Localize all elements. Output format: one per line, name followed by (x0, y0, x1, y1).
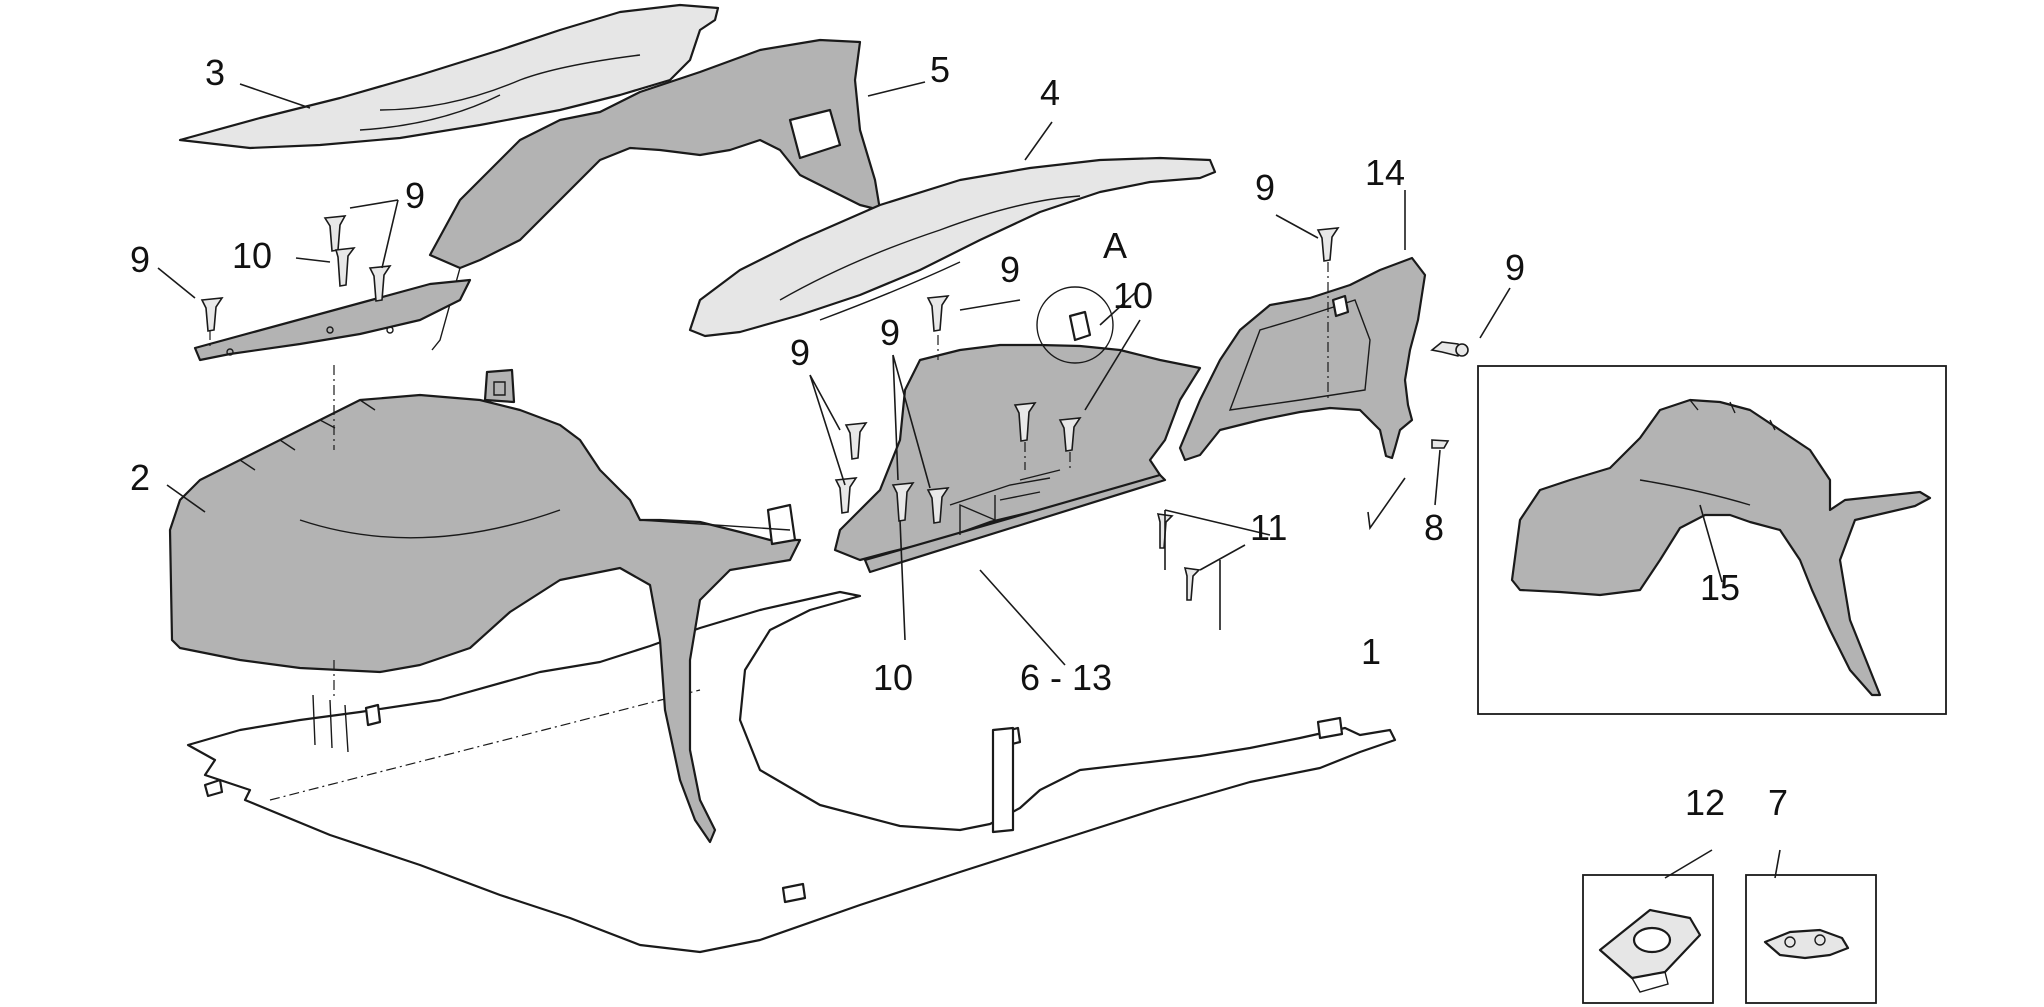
callout-10-right: 10 (1113, 275, 1153, 316)
callout-15: 15 (1700, 567, 1740, 608)
detail-box-part-15 (1477, 365, 1947, 715)
part-3-upper-panel-left (178, 3, 720, 150)
callout-3: 3 (205, 52, 225, 93)
callout-10-left: 10 (232, 235, 272, 276)
callout-9-centre: 9 (1000, 249, 1020, 290)
callout-2: 2 (130, 457, 150, 498)
callout-1: 1 (1361, 631, 1381, 672)
detail-circle-a (1036, 286, 1114, 364)
callout-11: 11 (1250, 507, 1287, 548)
callout-9-left: 9 (130, 239, 150, 280)
callout-9-far-right: 9 (1505, 247, 1525, 288)
detail-box-part-12 (1582, 874, 1714, 1004)
part-1-floor-trim (186, 590, 1397, 954)
callout-9-centre-mid: 9 (880, 312, 900, 353)
callout-4: 4 (1040, 72, 1060, 113)
fasteners (200, 215, 1469, 601)
part-14-right-side-trim (1178, 256, 1427, 462)
part-2-left-wheel-arch-trim (168, 368, 802, 844)
detail-box-part-7 (1745, 874, 1877, 1004)
left-lower-plate (193, 278, 472, 362)
callout-12: 12 (1685, 782, 1725, 823)
leader-lines (157, 81, 1781, 879)
callout-9-right: 9 (1255, 167, 1275, 208)
callout-5: 5 (930, 49, 950, 90)
callout-10-bottom: 10 (873, 657, 913, 698)
alignment-lines (209, 262, 1329, 700)
callout-labels: 1 2 3 4 5 6 - 13 7 8 9 9 9 9 9 9 9 10 10… (130, 49, 1788, 823)
callout-14: 14 (1365, 152, 1405, 193)
callout-9-top-left: 9 (405, 175, 425, 216)
callout-a: A (1103, 225, 1127, 266)
part-4-upper-panel-right (688, 156, 1217, 338)
part-6-13-centre-tray (833, 310, 1202, 574)
callout-9-centre-left: 9 (790, 332, 810, 373)
callout-7: 7 (1768, 782, 1788, 823)
callout-6-13: 6 - 13 (1020, 657, 1112, 698)
callout-8: 8 (1424, 507, 1444, 548)
